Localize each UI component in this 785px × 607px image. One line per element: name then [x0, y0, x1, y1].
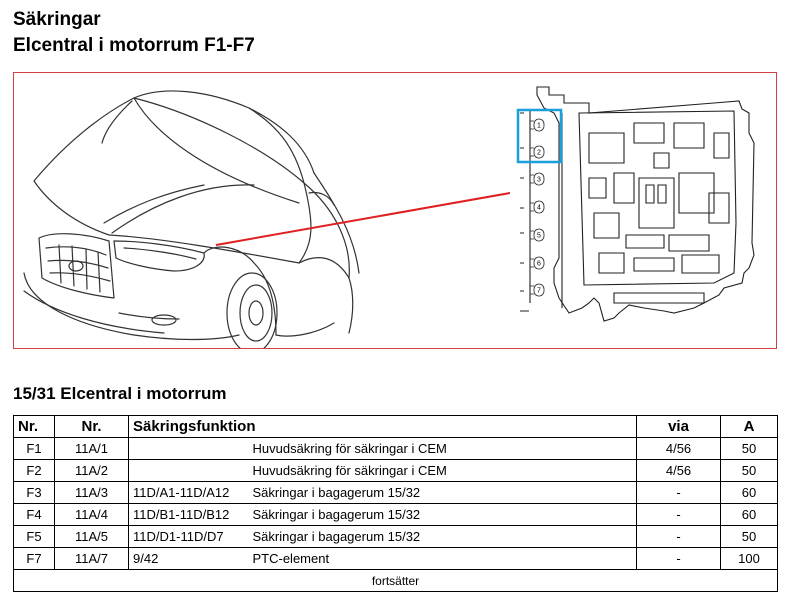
highlight-box: [516, 108, 563, 164]
cell-code: 9/42: [128, 547, 249, 570]
engine-bay-diagram: 1 2 3 4 5: [13, 72, 777, 349]
table-row: F1 11A/1 Huvudsäkring för säkringar i CE…: [13, 437, 779, 460]
table-row: F4 11A/4 11D/B1-11D/B12 Säkringar i baga…: [13, 503, 779, 526]
cell-component: 11A/1: [54, 437, 129, 460]
cell-code: 11D/A1-11D/A12: [128, 481, 249, 504]
cell-description: Huvudsäkring för säkringar i CEM: [248, 459, 638, 482]
cell-component: 11A/7: [54, 547, 129, 570]
cell-amp: 50: [720, 459, 779, 482]
car-illustration: [23, 90, 360, 348]
cell-component: 11A/5: [54, 525, 129, 548]
header-amp: A: [720, 415, 779, 438]
cell-component: 11A/2: [54, 459, 129, 482]
header-nr-component: Nr.: [54, 415, 129, 438]
cell-via: -: [636, 547, 722, 570]
continues-label: fortsätter: [12, 569, 779, 592]
cell-description: Huvudsäkring för säkringar i CEM: [248, 437, 638, 460]
cell-component: 11A/4: [54, 503, 129, 526]
header-function: Säkringsfunktion: [127, 415, 638, 438]
fuse-table: Nr. Nr. Säkringsfunktion via A F1 11A/1 …: [12, 415, 779, 592]
page-subtitle: Elcentral i motorrum F1-F7: [13, 35, 255, 56]
cell-code: 11D/D1-11D/D7: [128, 525, 249, 548]
table-row: F3 11A/3 11D/A1-11D/A12 Säkringar i baga…: [13, 481, 779, 504]
cell-nr: F3: [13, 481, 55, 504]
cell-description: PTC-element: [248, 547, 638, 570]
cell-amp: 60: [720, 503, 779, 526]
cell-via: 4/56: [636, 459, 722, 482]
fuse-label-3: 3: [537, 177, 541, 184]
cell-amp: 100: [720, 547, 779, 570]
cell-via: -: [636, 503, 722, 526]
cell-amp: 50: [720, 437, 779, 460]
cell-description: Säkringar i bagagerum 15/32: [248, 503, 638, 526]
header-nr: Nr.: [13, 415, 55, 438]
pointer-line: [215, 192, 511, 246]
cell-nr: F1: [13, 437, 55, 460]
cell-amp: 60: [720, 481, 779, 504]
fuse-label-2: 2: [537, 150, 541, 157]
cell-description: Säkringar i bagagerum 15/32: [248, 481, 638, 504]
cell-code: [128, 459, 249, 482]
cell-nr: F2: [13, 459, 55, 482]
fuse-label-5: 5: [537, 233, 541, 240]
fuse-terminals: 1 2 3 4 5: [530, 118, 545, 297]
cell-nr: F7: [13, 547, 55, 570]
table-row: F7 11A/7 9/42 PTC-element - 100: [13, 547, 779, 570]
cell-description: Säkringar i bagagerum 15/32: [248, 525, 638, 548]
fuse-label-4: 4: [537, 205, 541, 212]
fuse-label-1: 1: [537, 123, 541, 130]
cell-nr: F4: [13, 503, 55, 526]
cell-code: [128, 437, 249, 460]
table-row: F5 11A/5 11D/D1-11D/D7 Säkringar i bagag…: [13, 525, 779, 548]
fuse-label-7: 7: [537, 288, 541, 295]
page-title: Säkringar: [13, 9, 101, 30]
cell-amp: 50: [720, 525, 779, 548]
cell-code: 11D/B1-11D/B12: [128, 503, 249, 526]
table-footer-row: fortsätter: [12, 569, 779, 592]
header-via: via: [636, 415, 722, 438]
table-row: F2 11A/2 Huvudsäkring för säkringar i CE…: [13, 459, 779, 482]
cell-nr: F5: [13, 525, 55, 548]
cell-via: -: [636, 525, 722, 548]
cell-component: 11A/3: [54, 481, 129, 504]
table-header-row: Nr. Nr. Säkringsfunktion via A: [13, 415, 779, 438]
cell-via: 4/56: [636, 437, 722, 460]
cell-via: -: [636, 481, 722, 504]
fusebox-outline: [520, 86, 755, 322]
fuse-label-6: 6: [537, 261, 541, 268]
section-title: 15/31 Elcentral i motorrum: [13, 384, 227, 403]
